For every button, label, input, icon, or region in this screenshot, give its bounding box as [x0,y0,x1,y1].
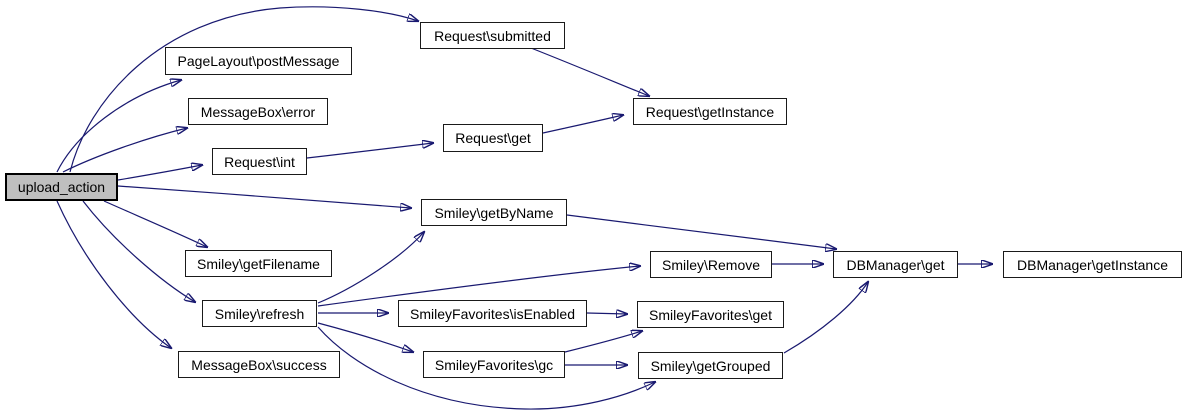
node-smileyfavorites-gc[interactable]: SmileyFavorites\gc [423,351,565,378]
edge-smileyfavorites-isenabled-to-smileyfavorites-get [586,313,627,314]
edge-smileyfavorites-gc-to-smileyfavorites-get [564,331,642,353]
edge-smiley-refresh-to-smiley-getbyname [317,232,424,304]
edge-request-get-to-request-getinstance [542,115,623,134]
node-request-submitted[interactable]: Request\submitted [420,22,565,49]
node-request-get[interactable]: Request\get [443,124,543,152]
edge-upload-action-to-smiley-getfilename [103,200,207,247]
edge-upload-action-to-pagelayout-postmessage [56,80,181,173]
node-smiley-refresh[interactable]: Smiley\refresh [202,300,317,327]
node-request-getinstance[interactable]: Request\getInstance [633,98,787,125]
node-smiley-getbyname[interactable]: Smiley\getByName [421,199,567,226]
node-dbmanager-get[interactable]: DBManager\get [833,251,958,278]
node-smiley-getfilename[interactable]: Smiley\getFilename [185,250,332,277]
node-upload-action: upload_action [5,173,118,201]
edge-upload-action-to-smiley-getbyname [117,185,411,208]
edge-smiley-getgrouped-to-dbmanager-get [783,282,868,354]
edge-upload-action-to-request-int [117,165,202,181]
edge-request-int-to-request-get [306,143,433,159]
edge-upload-action-to-messagebox-success [56,200,171,348]
node-dbmanager-getinstance[interactable]: DBManager\getInstance [1003,251,1182,278]
edge-upload-action-to-messagebox-error [62,128,187,173]
edge-smiley-getbyname-to-dbmanager-get [566,214,836,249]
node-messagebox-success[interactable]: MessageBox\success [178,351,340,378]
edge-smiley-refresh-to-smiley-getgrouped [317,326,655,410]
edge-upload-action-to-request-submitted [69,6,418,173]
node-pagelayout-postmessage[interactable]: PageLayout\postMessage [165,47,352,75]
edge-smiley-refresh-to-smileyfavorites-gc [317,322,413,352]
node-smileyfavorites-get[interactable]: SmileyFavorites\get [637,301,784,328]
node-smiley-getgrouped[interactable]: Smiley\getGrouped [638,352,783,379]
edge-smiley-refresh-to-smiley-remove [317,266,640,307]
node-messagebox-error[interactable]: MessageBox\error [188,98,328,125]
node-smiley-remove[interactable]: Smiley\Remove [650,251,772,278]
edge-upload-action-to-smiley-refresh [82,200,195,302]
edge-request-submitted-to-request-getinstance [530,47,649,96]
node-request-int[interactable]: Request\int [212,148,307,175]
node-smileyfavorites-isenabled[interactable]: SmileyFavorites\isEnabled [398,300,587,327]
